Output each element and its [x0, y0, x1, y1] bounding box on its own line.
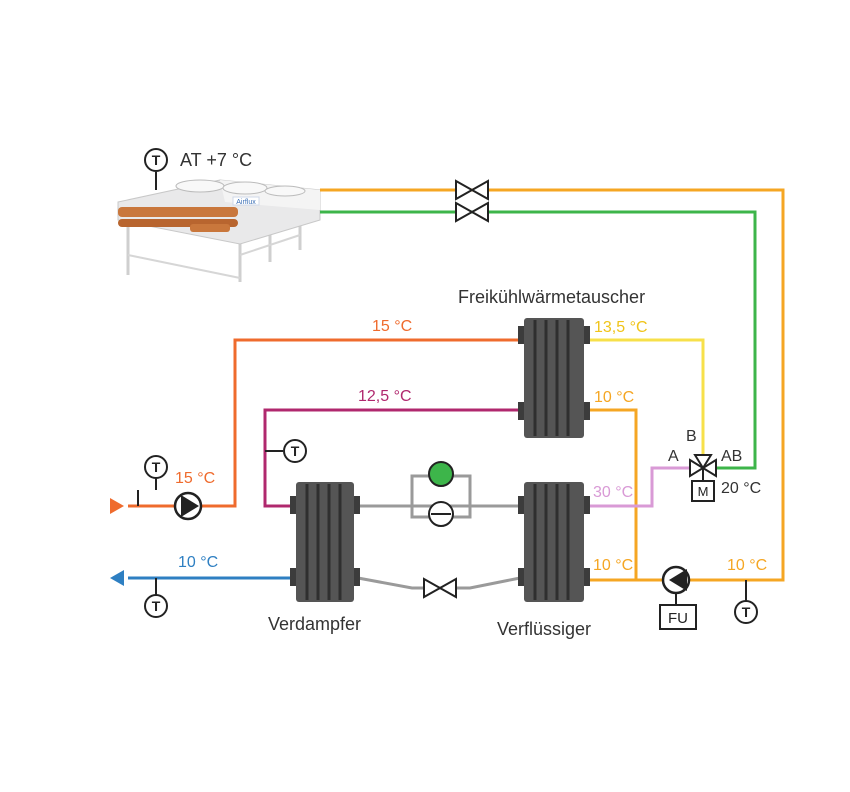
- hx-out-top-temp: 13,5 °C: [594, 319, 648, 336]
- supply-in-temp: 15 °C: [175, 470, 215, 487]
- condenser-pink-pipe: [588, 466, 690, 508]
- hx-yellow-pipe: [588, 338, 705, 462]
- t-label: T: [152, 459, 161, 475]
- thermometer-icon: T: [144, 578, 168, 618]
- return-out-temp: 10 °C: [178, 554, 218, 571]
- t-label: T: [152, 598, 161, 614]
- valve-icon: [423, 577, 457, 599]
- pump-icon: [661, 565, 691, 595]
- thermometer-icon: T: [144, 148, 168, 190]
- evaporator-label: Verdampfer: [268, 614, 361, 634]
- frequency-converter-icon: FU: [659, 593, 697, 630]
- t-label: T: [152, 152, 161, 168]
- hx-out-bottom-temp: 10 °C: [594, 389, 634, 406]
- three-way-valve-icon: M: [689, 454, 717, 502]
- compressor-icon: [428, 461, 454, 487]
- mix-temp: 20 °C: [721, 480, 761, 497]
- cooler-brand-label: Airflux: [236, 199, 256, 206]
- outflow-arrow-icon: [110, 570, 124, 586]
- condenser-heat-exchanger: [518, 482, 590, 602]
- top-line-temp: 15 °C: [372, 318, 412, 335]
- freecool-heat-exchanger: [518, 318, 590, 438]
- inflow-arrow-icon: [110, 498, 124, 514]
- fu-label: FU: [668, 610, 688, 627]
- evaporator-heat-exchanger: [290, 482, 360, 602]
- thermometer-icon: T: [144, 455, 168, 490]
- t-label: T: [742, 604, 751, 620]
- hx-orange-pipe: [588, 408, 638, 580]
- port-ab-label: AB: [721, 448, 742, 465]
- valve-icon: [455, 179, 489, 201]
- freecool-hx-label: Freikühlwärmetauscher: [458, 287, 645, 307]
- port-a-label: A: [668, 448, 679, 465]
- fu-line-temp: 10 °C: [727, 557, 767, 574]
- dry-cooler-icon: Airflux: [117, 179, 321, 282]
- middle-line-temp: 12,5 °C: [358, 388, 412, 405]
- cooler-green-pipe: [320, 210, 757, 470]
- middle-pipe: [263, 408, 522, 508]
- ambient-temperature-label: AT +7 °C: [180, 150, 252, 170]
- port-b-label: B: [686, 428, 697, 445]
- cond-out-top-temp: 30 °C: [593, 484, 633, 501]
- pump-icon: [173, 491, 203, 521]
- thermometer-icon: T: [734, 580, 758, 624]
- motor-label: M: [698, 484, 709, 499]
- compressor-icon: [428, 501, 454, 527]
- thermometer-icon: T: [283, 439, 307, 463]
- cond-out-bottom-temp: 10 °C: [593, 557, 633, 574]
- valve-icon: [455, 201, 489, 223]
- t-label: T: [291, 443, 300, 459]
- condenser-label: Verflüssiger: [497, 619, 591, 639]
